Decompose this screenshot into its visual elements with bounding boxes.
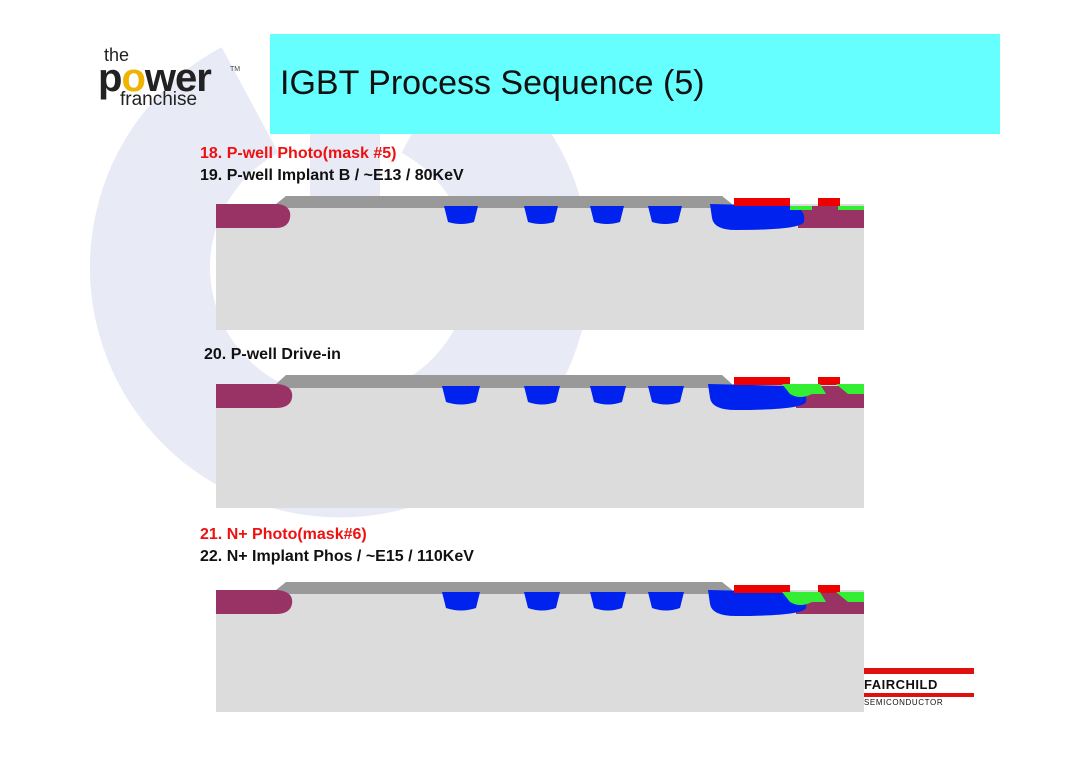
logo-power: power	[98, 56, 212, 100]
trench-1	[442, 592, 480, 611]
step-20-label: 20. P-well Drive-in	[204, 346, 341, 363]
cross-section-panel-3	[216, 582, 864, 712]
p-region-left	[216, 204, 291, 228]
cross-section-panel-2	[216, 375, 864, 508]
step-19-label: 19. P-well Implant B / ~E13 / 80KeV	[200, 167, 464, 184]
trench-4	[648, 386, 684, 405]
photoresist-2	[818, 198, 840, 206]
photoresist-1	[734, 377, 790, 385]
n-plus-1	[782, 592, 826, 605]
trench-4	[648, 206, 682, 224]
logo-franchise: franchise	[120, 89, 198, 110]
photoresist-2	[818, 377, 840, 385]
fairchild-logo: FAIRCHILD SEMICONDUCTOR	[864, 668, 974, 708]
trench-4	[648, 592, 684, 611]
oxide-layer	[274, 196, 734, 208]
trench-large	[708, 384, 807, 410]
step-21-label: 21. N+ Photo(mask#6)	[200, 526, 367, 543]
step-22-label: 22. N+ Implant Phos / ~E15 / 110KeV	[200, 548, 474, 565]
fairchild-bar-bottom	[864, 693, 974, 697]
n-plus-2	[836, 592, 864, 602]
photoresist-1	[734, 585, 790, 593]
n-plus-1	[782, 384, 826, 397]
title-bar: IGBT Process Sequence (5)	[270, 34, 1000, 134]
cross-section-panel-1	[216, 196, 864, 330]
photoresist-2	[818, 585, 840, 593]
fairchild-bar-top	[864, 668, 974, 674]
trench-large	[710, 204, 805, 230]
fairchild-name: FAIRCHILD	[864, 677, 938, 692]
trench-3	[590, 386, 626, 405]
step-18-label: 18. P-well Photo(mask #5)	[200, 145, 397, 162]
trench-large	[708, 590, 807, 616]
n-plus-2	[836, 384, 864, 394]
logo-trademark: TM	[230, 66, 241, 73]
p-region-left	[216, 384, 293, 408]
oxide-layer	[274, 582, 734, 594]
trench-2	[524, 386, 560, 405]
n-plus-2	[838, 206, 864, 210]
p-region-right	[798, 206, 864, 228]
trench-2	[524, 206, 558, 224]
power-franchise-logo: the power TM franchise	[96, 44, 246, 116]
photoresist-1	[734, 198, 790, 206]
p-region-left	[216, 590, 293, 614]
trench-2	[524, 592, 560, 611]
power-button-icon: o	[121, 56, 145, 100]
fairchild-subtitle: SEMICONDUCTOR	[864, 698, 944, 707]
trench-1	[444, 206, 478, 224]
page-title: IGBT Process Sequence (5)	[280, 64, 705, 102]
n-plus-1	[790, 206, 812, 210]
logo-the: the	[104, 45, 130, 65]
trench-3	[590, 206, 624, 224]
oxide-layer	[274, 375, 734, 388]
trench-3	[590, 592, 626, 611]
trench-1	[442, 386, 480, 405]
